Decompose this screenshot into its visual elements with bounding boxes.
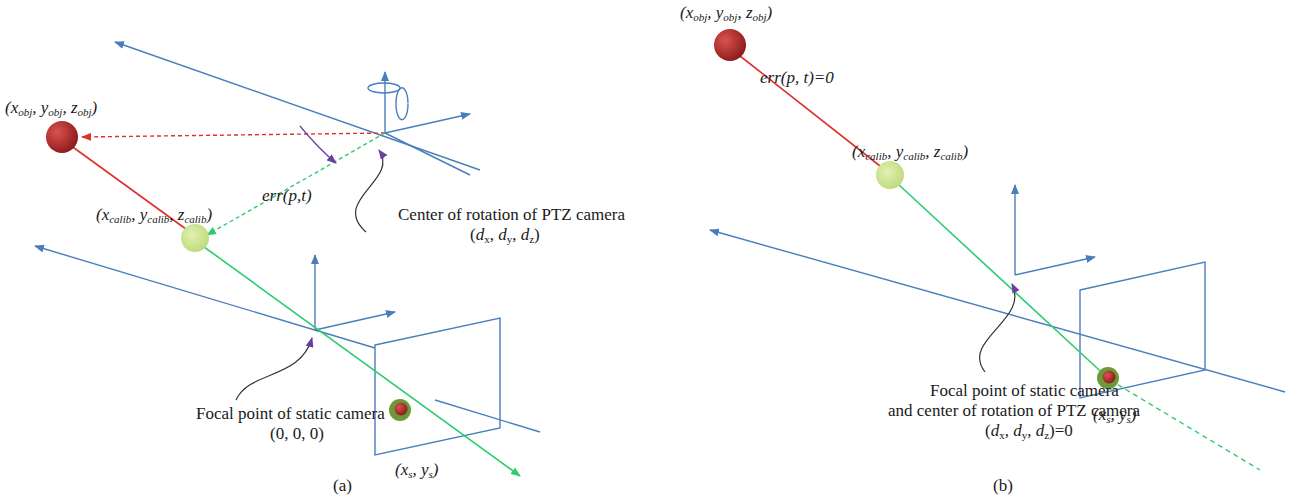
caption-label: Focal point of static camera xyxy=(930,381,1119,401)
coordinate-label: (xcalib, ycalib, zcalib) xyxy=(96,205,212,226)
caption-label: (b) xyxy=(993,476,1013,496)
coordinate-label: (xobj, yobj, zobj) xyxy=(5,98,97,119)
coordinate-label: err(p, t)=0 xyxy=(760,68,834,88)
caption-label: (dx, dy, dz) xyxy=(470,225,540,246)
coordinate-label: (xcalib, ycalib, zcalib) xyxy=(852,142,968,163)
coordinate-label: (xs, ys) xyxy=(395,460,439,481)
caption-label: Center of rotation of PTZ camera xyxy=(398,205,625,225)
coordinate-label: (xobj, yobj, zobj) xyxy=(680,3,772,24)
coordinate-label: err(p,t) xyxy=(262,186,312,206)
caption-label: (a) xyxy=(333,476,352,496)
caption-label: (0, 0, 0) xyxy=(270,424,324,444)
coordinate-label: (xs, ys) xyxy=(1093,405,1137,426)
caption-label: (dx, dy, dz)=0 xyxy=(985,421,1073,442)
caption-label: Focal point of static camera xyxy=(196,404,385,424)
